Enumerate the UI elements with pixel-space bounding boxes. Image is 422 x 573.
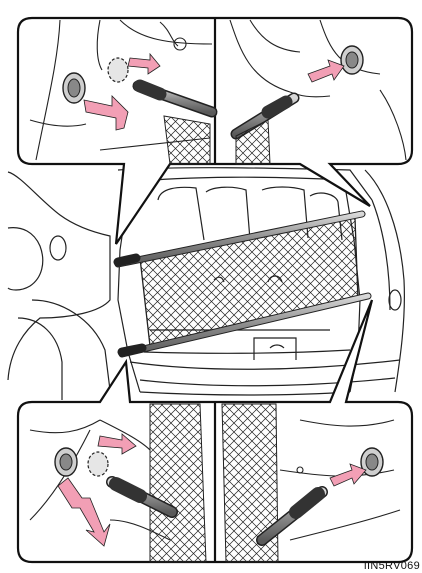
figure-id-label: IIN5RV069: [364, 560, 420, 572]
